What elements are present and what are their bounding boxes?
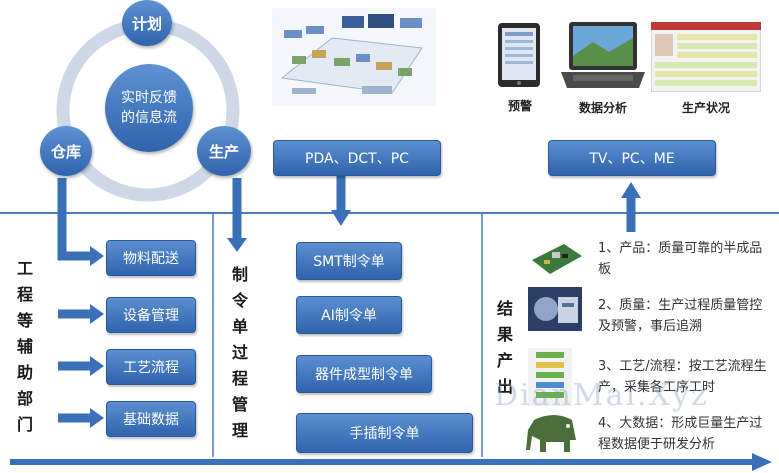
laptop-image [561, 22, 645, 88]
dept-title: 工程等辅助部门 [16, 259, 33, 434]
watermark: DianMai.Xyz [494, 378, 709, 413]
order-component-forming: 器件成型制令单 [296, 355, 432, 393]
process-flow-image [528, 348, 572, 406]
dept-item-equipment: 设备管理 [106, 297, 196, 333]
source-box: PDA、DCT、PC [273, 140, 441, 176]
devices-box: TV、PC、ME [548, 140, 716, 176]
cycle-node-plan: 计划 [122, 0, 172, 46]
cycle-node-warehouse: 仓库 [40, 126, 92, 176]
warehouse-arrow [57, 178, 92, 261]
quality-inspection-image [528, 287, 582, 331]
output-title: 结果产出 [496, 299, 513, 396]
pic-label-status: 生产状况 [681, 101, 730, 115]
cycle-node-production: 生产 [197, 126, 251, 176]
big-data-elephant-image [526, 415, 576, 452]
circuit-board-image [532, 244, 582, 274]
process-title: 制令单过程管理 [231, 265, 248, 440]
tablet-image [498, 23, 540, 87]
pic-label-warning: 预警 [507, 99, 532, 113]
dashboard-image [651, 22, 761, 92]
factory-layout-image [272, 8, 436, 106]
pic-label-analysis: 数据分析 [578, 101, 627, 115]
order-manual-insert: 手插制令单 [296, 413, 473, 453]
cycle-center: 实时反馈的信息流 [105, 64, 193, 152]
order-ai: AI制令单 [296, 296, 402, 334]
dept-item-material: 物料配送 [106, 240, 196, 276]
order-smt: SMT制令单 [296, 242, 402, 280]
dept-item-process: 工艺流程 [106, 349, 196, 385]
dept-item-basic-data: 基础数据 [106, 401, 196, 437]
result-item-process: 3、工艺/流程：按工艺流程生产，采集各工序工时 [598, 359, 767, 395]
result-item-product: 1、产品：质量可靠的半成品板 [598, 241, 763, 277]
result-item-big-data: 4、大数据：形成巨量生产过程数据便于研发分析 [598, 416, 763, 452]
result-item-quality: 2、质量：生产过程质量管控及预警，事后追溯 [598, 298, 763, 334]
cycle-center-label: 实时反馈的信息流 [121, 90, 177, 126]
